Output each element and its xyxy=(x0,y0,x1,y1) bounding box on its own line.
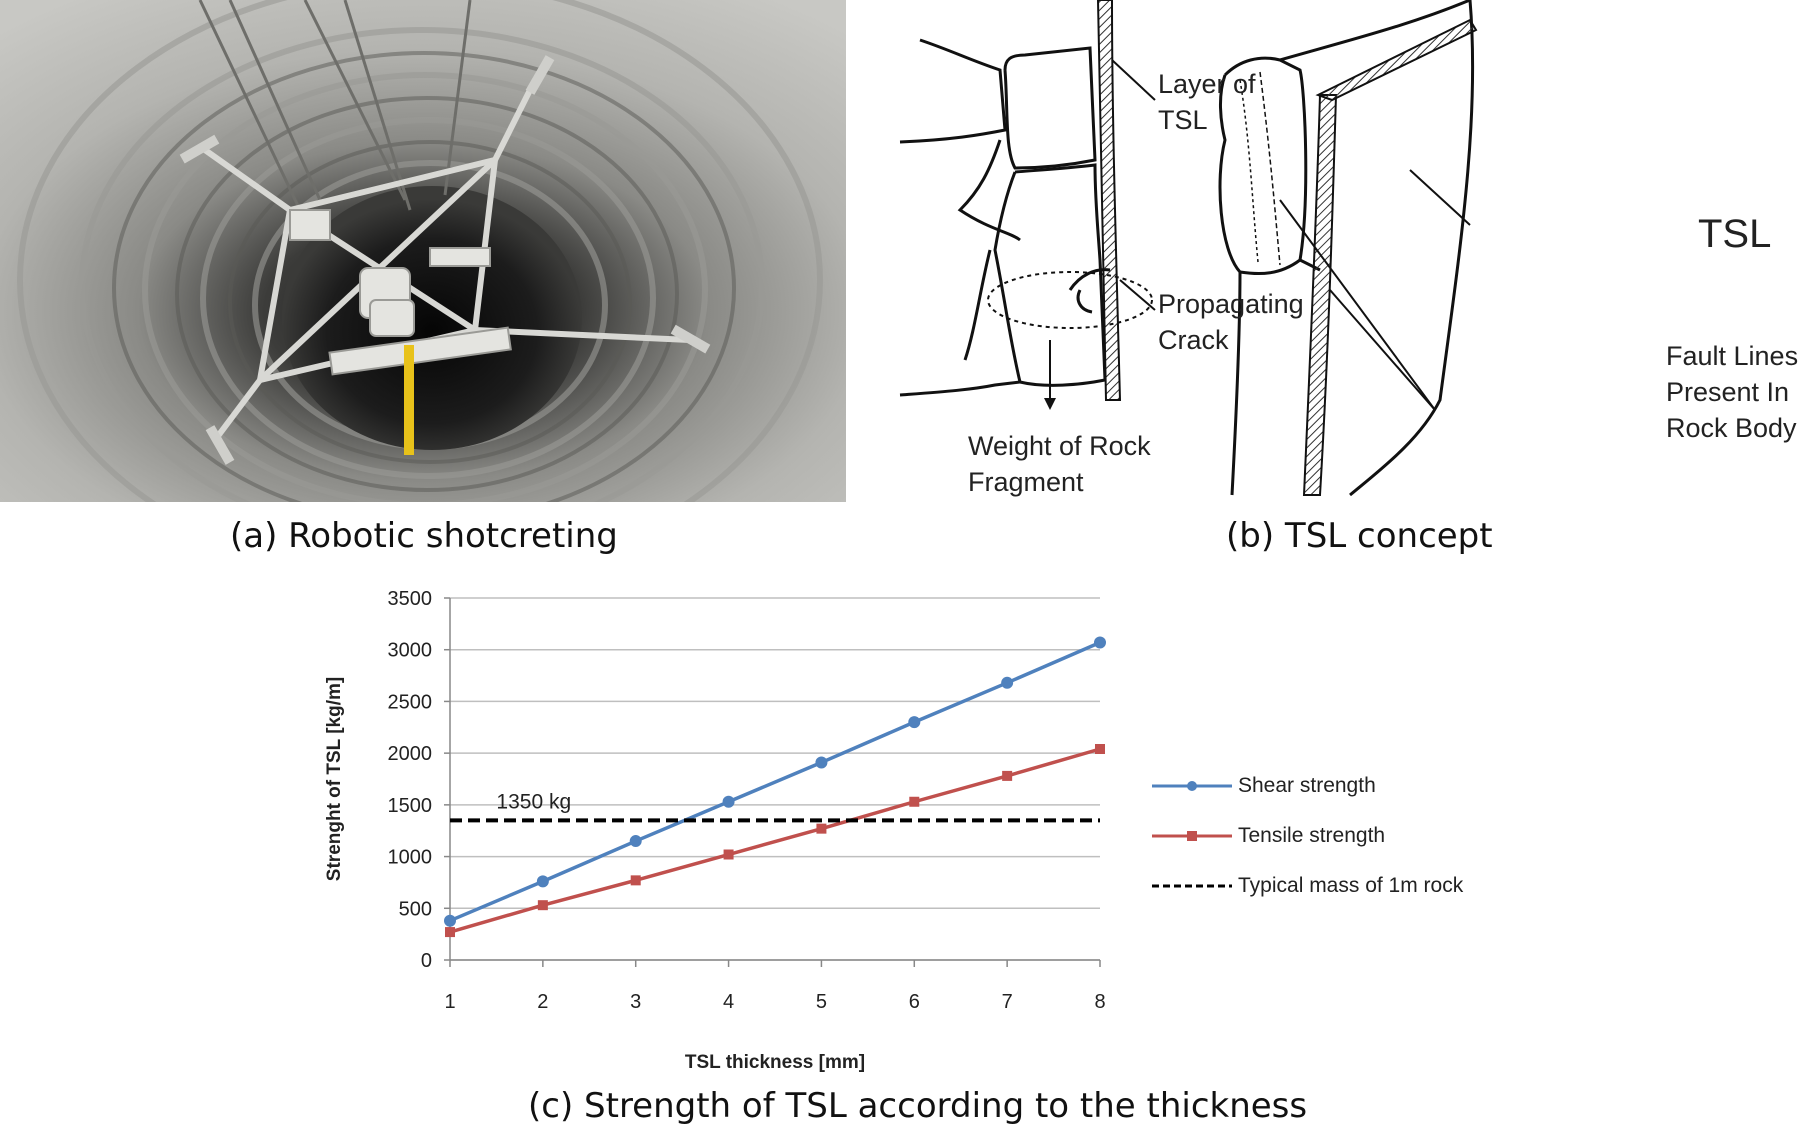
label-weight-line2: Fragment xyxy=(968,467,1084,497)
legend-tensile-swatch xyxy=(1152,831,1232,841)
tensile-point-7 xyxy=(1002,770,1013,781)
tsl-concept-sketch xyxy=(880,0,1816,502)
tensile-point-8 xyxy=(1095,744,1105,755)
label-layer-line1: Layer of xyxy=(1158,69,1256,99)
label-weight-line1: Weight of Rock xyxy=(968,431,1151,461)
label-propagating-crack: Propagating Crack xyxy=(1158,286,1304,358)
legend-shear: Shear strength xyxy=(1152,774,1376,798)
x-tick-label-3: 3 xyxy=(630,991,641,1013)
label-fault-line1: Fault Lines xyxy=(1666,341,1799,371)
tensile-point-3 xyxy=(630,875,641,886)
shear-point-1 xyxy=(444,914,456,927)
label-crack-line1: Propagating xyxy=(1158,289,1304,319)
chart-series xyxy=(444,636,1106,938)
tensile-point-2 xyxy=(537,900,548,911)
x-tick-label-8: 8 xyxy=(1094,991,1105,1013)
y-tick-label-500: 500 xyxy=(399,898,432,920)
caption-b: (b) TSL concept xyxy=(1226,516,1493,556)
y-tick-label-2500: 2500 xyxy=(388,691,433,713)
shear-point-2 xyxy=(536,875,549,888)
y-tick-label-2000: 2000 xyxy=(388,743,433,765)
tensile-point-6 xyxy=(909,796,920,807)
legend-mass-label: Typical mass of 1m rock xyxy=(1238,874,1464,897)
legend-tensile-label: Tensile strength xyxy=(1238,824,1386,847)
y-tick-label-1000: 1000 xyxy=(388,847,433,869)
label-fault-lines: Fault Lines Present In Rock Body xyxy=(1666,338,1798,446)
x-tick-label-6: 6 xyxy=(909,991,920,1013)
legend-mass: Typical mass of 1m rock xyxy=(1152,874,1463,898)
x-tick-label-7: 7 xyxy=(1002,991,1013,1013)
y-tick-label-0: 0 xyxy=(421,950,432,972)
caption-c: (c) Strength of TSL according to the thi… xyxy=(528,1086,1308,1126)
rock-blocks-left xyxy=(899,38,1111,397)
rock-blocks-right xyxy=(1218,0,1475,497)
y-tick-label-3500: 3500 xyxy=(388,588,433,610)
tsl-concept-drawing xyxy=(899,0,1478,497)
tensile-point-4 xyxy=(723,849,734,860)
tsl-strength-chart: 0 500 1000 1500 2000 2500 3000 3500 1 2 3 4 5 6 7 8 1350… xyxy=(324,588,1106,1073)
y-tick-label-3000: 3000 xyxy=(388,640,433,662)
tsl-layer-left xyxy=(1096,0,1122,401)
legend-shear-swatch xyxy=(1152,781,1232,791)
label-layer-line2: TSL xyxy=(1158,105,1208,135)
x-axis-title: TSL thickness [mm] xyxy=(685,1052,865,1073)
spray-nozzle xyxy=(404,345,414,455)
y-axis-title: Strenght of TSL [kg/m] xyxy=(324,677,345,881)
photo-robotic-shotcreting xyxy=(0,0,846,583)
series-line-0 xyxy=(449,640,1101,923)
tensile-point-5 xyxy=(816,823,827,834)
cables xyxy=(198,0,472,211)
caption-a: (a) Robotic shotcreting xyxy=(230,516,618,556)
tsl-layer-right xyxy=(1302,94,1338,496)
x-tick-label-1: 1 xyxy=(444,991,455,1013)
label-fault-line2: Present In xyxy=(1666,377,1790,407)
shear-point-4 xyxy=(722,795,735,808)
label-weight-of-rock: Weight of Rock Fragment xyxy=(968,428,1151,500)
chart-labels: 0 500 1000 1500 2000 2500 3000 3500 1 2 3 4 5 6 7 8 1350… xyxy=(324,588,1106,1073)
label-fault-line3: Rock Body xyxy=(1666,413,1797,443)
label-crack-line2: Crack xyxy=(1158,325,1229,355)
chart-axes xyxy=(444,597,1101,967)
label-layer-of-tsl: Layer of TSL xyxy=(1158,66,1256,138)
shear-point-7 xyxy=(1001,676,1014,689)
annotation-1350kg: 1350 kg xyxy=(496,790,571,813)
legend-shear-label: Shear strength xyxy=(1238,774,1376,797)
x-tick-label-5: 5 xyxy=(816,991,827,1013)
shear-point-6 xyxy=(908,716,921,729)
legend-mass-swatch xyxy=(1152,884,1232,888)
shear-point-5 xyxy=(815,756,828,769)
shear-point-8 xyxy=(1094,636,1106,649)
series-line-1 xyxy=(449,747,1101,934)
shear-point-3 xyxy=(629,835,642,848)
y-tick-label-1500: 1500 xyxy=(388,795,433,817)
label-tsl: TSL xyxy=(1698,212,1772,256)
x-tick-label-4: 4 xyxy=(723,991,734,1013)
x-tick-label-2: 2 xyxy=(537,991,548,1013)
tensile-point-1 xyxy=(445,927,455,938)
shaft-photo-illustration xyxy=(0,0,846,583)
legend-tensile: Tensile strength xyxy=(1152,824,1385,848)
